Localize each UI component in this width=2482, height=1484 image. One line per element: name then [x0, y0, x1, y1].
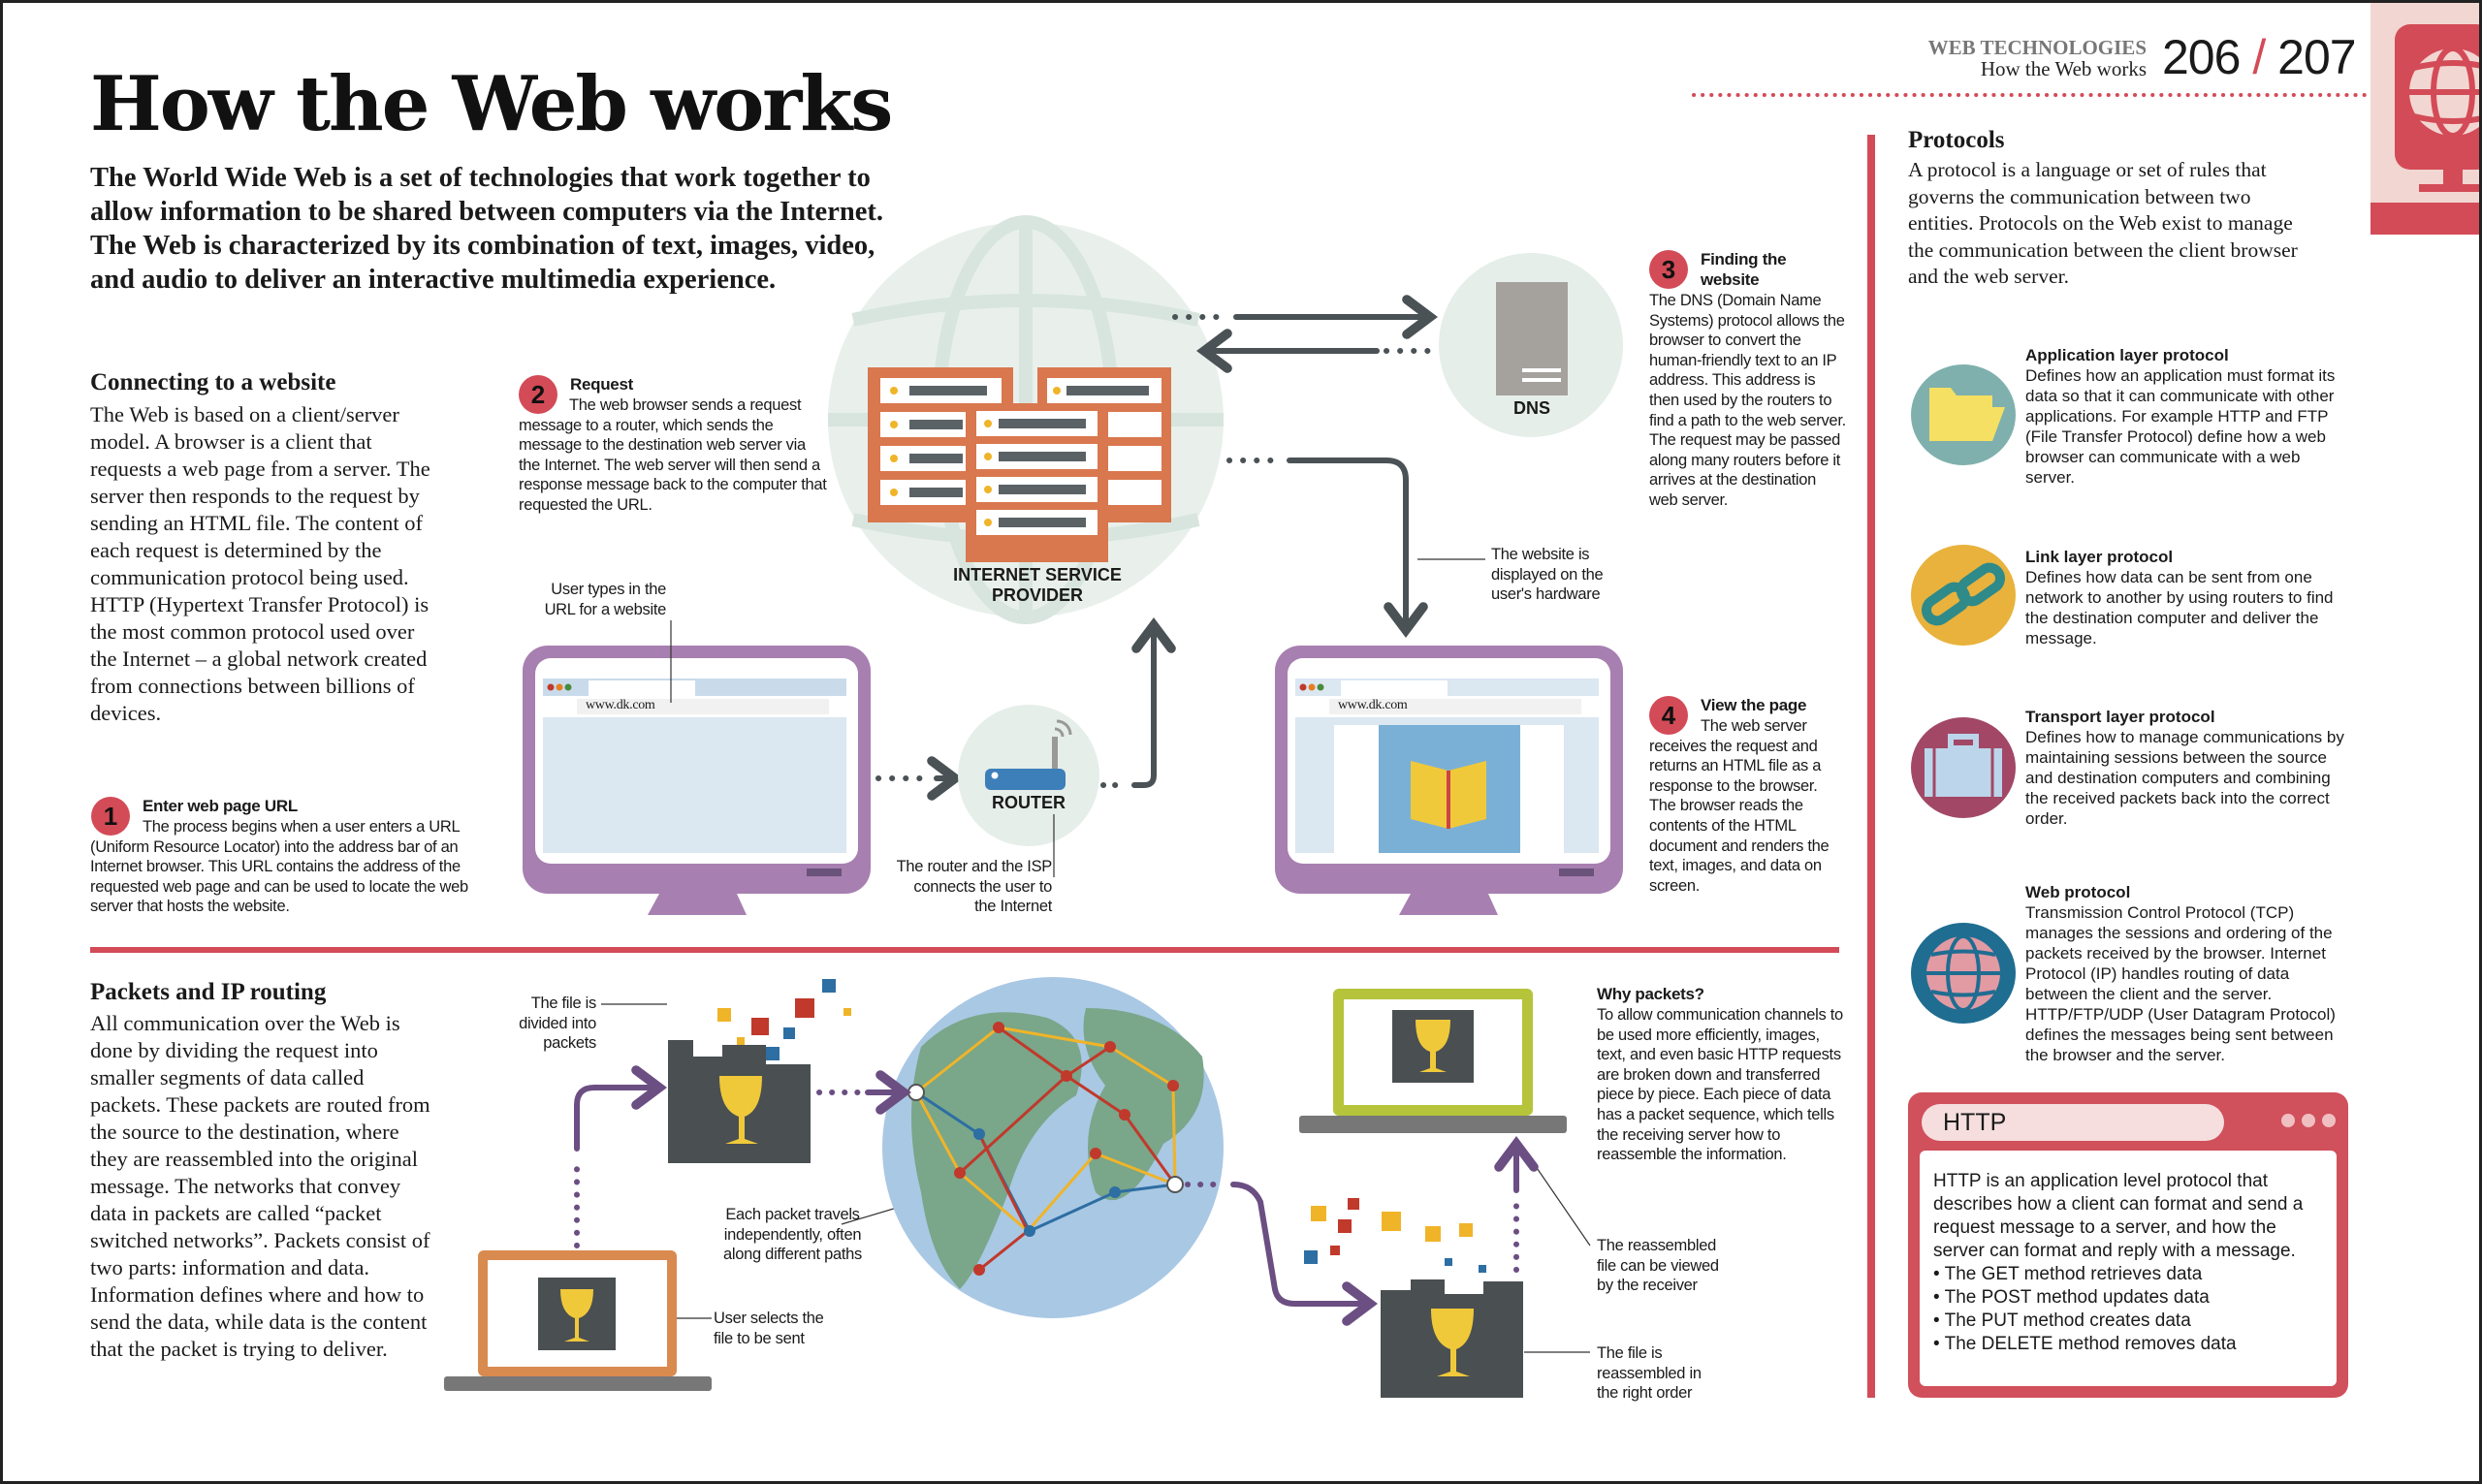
http-method-item: The DELETE method removes data: [1933, 1333, 2323, 1356]
window-dot-icon: [2281, 1114, 2295, 1127]
step-4-title: View the page: [1701, 696, 1807, 714]
step-2-badge: 2: [519, 375, 557, 414]
step-1-title: Enter web page URL: [143, 797, 298, 815]
receiver-laptop: [1299, 989, 1567, 1133]
page-right: 207: [2277, 30, 2356, 84]
sender-laptop: [444, 1250, 712, 1391]
folder-icon: [1911, 364, 2016, 465]
arrow-isp-to-webpage: [1226, 458, 1428, 638]
step-2-body: The web browser sends a request message …: [519, 396, 827, 514]
protocol-title: Web protocol: [2025, 883, 2131, 901]
step-4-badge: 4: [1649, 696, 1688, 735]
http-method-item: The PUT method creates data: [1933, 1310, 2323, 1333]
page-left: 206: [2162, 30, 2241, 84]
protocol-title: Application layer protocol: [2025, 346, 2229, 364]
arrow-router-to-isp: [1100, 617, 1176, 788]
packets-body: All communication over the Web is done b…: [90, 1011, 430, 1361]
connecting-body: The Web is based on a client/server mode…: [90, 402, 430, 725]
http-method-item: The GET method retrieves data: [1933, 1263, 2323, 1286]
packet-box-divided: [668, 1040, 811, 1163]
protocols-heading: Protocols: [1908, 127, 2005, 153]
page-separator: /: [2252, 30, 2266, 84]
protocol-body: Defines how data can be sent from one ne…: [2025, 568, 2334, 647]
step-1-badge: 1: [91, 797, 130, 836]
server-response-monitor: [1275, 646, 1623, 915]
chain-link-icon: [1911, 545, 2016, 646]
globe-monitor-icon: [2371, 0, 2482, 235]
isp-label: INTERNET SERVICE PROVIDER: [953, 565, 1122, 605]
callout-viewed: The reassembled file can be viewed by th…: [1597, 1237, 1719, 1295]
why-packets-heading: Why packets?: [1597, 985, 1704, 1003]
connecting-heading: Connecting to a website: [90, 369, 336, 395]
step-3-body: The DNS (Domain Name Systems) protocol a…: [1649, 292, 1846, 509]
callout-divided: The file is divided into packets: [519, 995, 596, 1053]
isp-server-rack-icon: [868, 367, 1171, 562]
callout-router-isp: The router and the ISP connects the user…: [896, 858, 1053, 916]
http-description: HTTP is an application level protocol th…: [1933, 1171, 2304, 1261]
step-3-badge: 3: [1649, 250, 1688, 289]
globe-icon: [1911, 923, 2016, 1024]
callout-user-types: User types in the URL for a website: [544, 581, 667, 618]
router-icon: [958, 705, 1099, 846]
section-divider: [90, 947, 1839, 953]
step-1-body: The process begins when a user enters a …: [90, 818, 468, 916]
url-bar-text-response: www.dk.com: [1338, 698, 1408, 712]
window-dot-icon: [2322, 1114, 2336, 1127]
http-method-item: The POST method updates data: [1933, 1286, 2323, 1310]
network-globe: [882, 977, 1224, 1318]
http-panel: HTTP HTTP is an application level protoc…: [1908, 1092, 2348, 1398]
protocols-column-bar: [1867, 135, 1875, 1398]
client-monitor: [523, 646, 871, 915]
packet-squares: [717, 979, 1486, 1273]
http-title: HTTP: [1922, 1104, 2224, 1141]
protocol-title: Transport layer protocol: [2025, 708, 2215, 726]
book-icon: [1411, 761, 1486, 829]
page-title: How the Web works: [90, 60, 893, 148]
callout-displayed: The website is displayed on the user's h…: [1491, 546, 1604, 604]
router-label: ROUTER: [992, 793, 1066, 812]
callout-reassembled: The file is reassembled in the right ord…: [1597, 1344, 1702, 1403]
packet-flow-arrows: [574, 1065, 1539, 1326]
page-numbers: 206 / 207: [2162, 29, 2357, 85]
url-bar-text: www.dk.com: [586, 698, 655, 712]
protocol-body: Defines how an application must format i…: [2025, 366, 2336, 487]
protocols-intro: A protocol is a language or set of rules…: [1908, 158, 2298, 288]
intro-paragraph: The World Wide Web is a set of technolog…: [90, 163, 883, 295]
section-label: WEB TECHNOLOGIES: [1927, 36, 2147, 59]
suitcase-icon: [1911, 717, 2016, 818]
step-4-body: The web server receives the request and …: [1649, 717, 1830, 895]
http-methods-list: The GET method retrieves data The POST m…: [1933, 1263, 2323, 1356]
packet-box-reassembled: [1381, 1279, 1523, 1398]
dns-server-icon: [1439, 253, 1623, 437]
protocol-body: Transmission Control Protocol (TCP) mana…: [2025, 903, 2336, 1064]
why-packets-body: To allow communication channels to be us…: [1597, 1006, 1843, 1164]
step-2-title: Request: [570, 375, 633, 394]
window-dot-icon: [2302, 1114, 2315, 1127]
step-3-title: Finding the website: [1701, 250, 1787, 289]
http-content: HTTP is an application level protocol th…: [1920, 1151, 2337, 1386]
callout-selects: User selects the file to be sent: [714, 1310, 824, 1347]
protocol-body: Defines how to manage communications by …: [2025, 728, 2344, 828]
packets-heading: Packets and IP routing: [90, 979, 327, 1005]
section-subtitle: How the Web works: [1980, 57, 2147, 80]
protocol-title: Link layer protocol: [2025, 548, 2174, 566]
callout-travels: Each packet travels independently, often…: [723, 1206, 862, 1264]
dns-label: DNS: [1512, 398, 1550, 418]
